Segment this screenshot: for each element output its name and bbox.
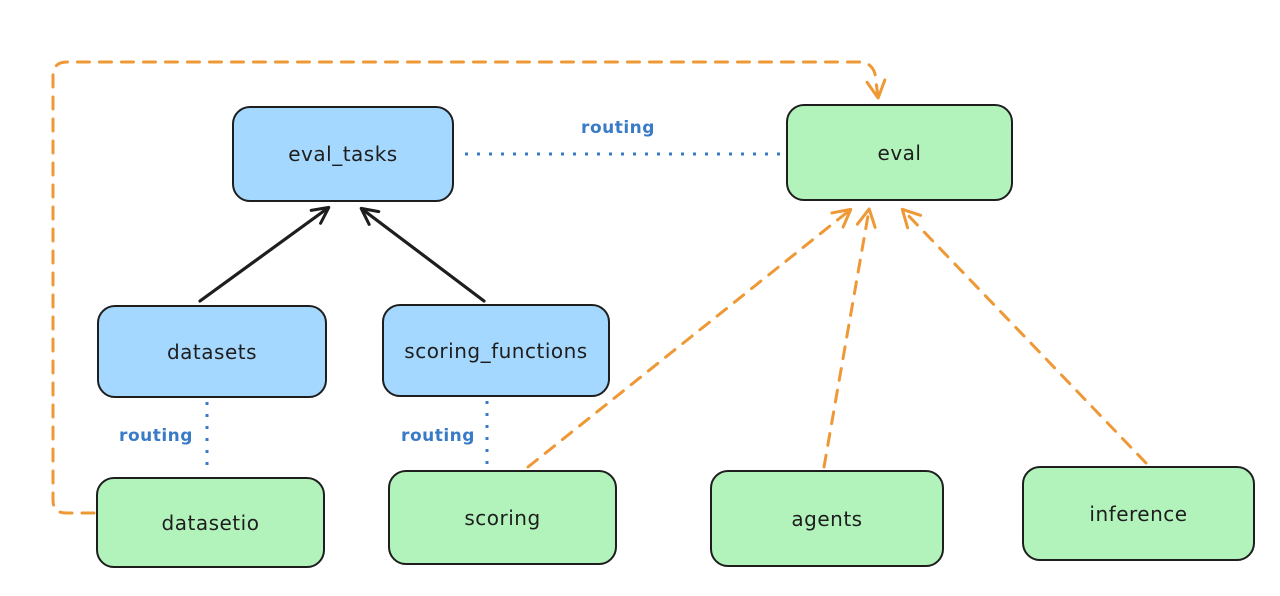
routing-label-scoring-functions-scoring: routing [401,426,475,446]
node-datasetio-label: datasetio [161,510,260,535]
edge-datasets-to-eval_tasks [198,205,331,303]
node-scoring: scoring [388,470,617,565]
node-scoring-label: scoring [464,505,541,530]
node-scoring-functions: scoring_functions [382,304,610,397]
node-datasets: datasets [97,305,327,398]
routing-label-eval-tasks-eval: routing [581,118,655,138]
edge-inference-to-eval [900,207,1148,465]
edge-scoring_functions-to-eval_tasks [359,206,486,303]
node-eval-tasks: eval_tasks [232,106,454,202]
node-eval: eval [786,104,1013,201]
edge-agents-to-eval [822,207,877,469]
node-eval-label: eval [877,140,922,165]
node-eval-tasks-label: eval_tasks [288,142,398,166]
node-inference: inference [1022,466,1255,561]
node-datasets-label: datasets [166,339,258,364]
node-agents: agents [710,470,944,567]
edge-scoring-to-eval [526,207,853,469]
routing-label-datasets-datasetio: routing [119,426,193,446]
node-inference-label: inference [1089,501,1188,526]
node-datasetio: datasetio [96,477,325,568]
node-scoring-functions-label: scoring_functions [404,338,588,363]
node-agents-label: agents [791,506,863,531]
edge-datasetio-to-eval [51,60,887,515]
